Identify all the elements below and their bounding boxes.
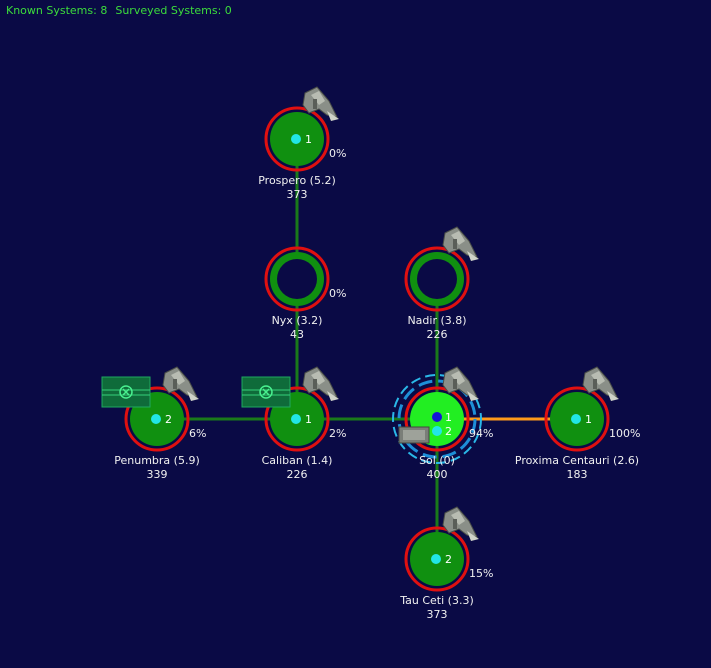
system-population: 373	[426, 608, 448, 621]
system-population: 43	[290, 328, 304, 341]
system-name: Caliban (1.4)	[261, 454, 333, 467]
planet-marker	[431, 554, 441, 564]
surveyed-systems-count: Surveyed Systems: 0	[115, 4, 232, 17]
status-header: Known Systems: 8 Surveyed Systems: 0	[6, 4, 240, 17]
system-penumbra[interactable]: 2	[101, 366, 200, 452]
survey-percent: 6%	[189, 427, 207, 440]
known-systems-count: Known Systems: 8	[6, 4, 108, 17]
planet-count: 1	[305, 133, 312, 146]
survey-percent: 0%	[329, 287, 347, 300]
planet-marker	[571, 414, 581, 424]
system-name: Proxima Centauri (2.6)	[514, 454, 640, 467]
system-name: Sol (0)	[419, 454, 455, 467]
planet-count: 2	[165, 413, 172, 426]
system-border-ring	[404, 246, 470, 312]
system-sol[interactable]: 12	[392, 366, 482, 464]
survey-percent: 0%	[329, 147, 347, 160]
system-border-ring	[404, 526, 470, 592]
system-tauceti[interactable]: 2	[404, 506, 480, 592]
survey-percent: 100%	[609, 427, 641, 440]
system-name: Prospero (5.2)	[258, 174, 336, 187]
station-icon[interactable]	[241, 376, 291, 408]
planet-count: 1	[585, 413, 592, 426]
system-border-ring	[264, 246, 330, 312]
fleet-icon[interactable]	[398, 426, 430, 444]
system-border-ring	[544, 386, 610, 452]
system-label: Tau Ceti (3.3)373	[357, 594, 517, 622]
system-name: Tau Ceti (3.3)	[400, 594, 474, 607]
planet-marker	[291, 134, 301, 144]
system-label: Nadir (3.8)226	[357, 314, 517, 342]
range-ring-outer	[392, 374, 482, 464]
system-border-ring	[264, 386, 330, 452]
planet-marker	[291, 414, 301, 424]
station-icon[interactable]	[101, 376, 151, 408]
system-label: Sol (0)400	[357, 454, 517, 482]
system-label: Prospero (5.2)373	[217, 174, 377, 202]
system-hollow-center	[417, 259, 457, 299]
survey-percent: 94%	[469, 427, 494, 440]
range-ring-inner	[397, 379, 477, 459]
planet-marker	[432, 412, 442, 422]
system-population: 373	[286, 188, 308, 201]
survey-percent: 15%	[469, 567, 494, 580]
system-border-ring	[404, 386, 470, 452]
planet-marker	[151, 414, 161, 424]
system-caliban[interactable]: 1	[241, 366, 340, 452]
planet-count-secondary: 2	[445, 425, 452, 438]
system-population: 400	[426, 468, 448, 481]
system-population: 226	[286, 468, 308, 481]
planet-count: 1	[305, 413, 312, 426]
system-nyx[interactable]	[264, 246, 330, 312]
system-population: 339	[146, 468, 168, 481]
system-border-ring	[264, 106, 330, 172]
planet-count: 2	[445, 553, 452, 566]
system-population: 183	[566, 468, 588, 481]
system-name: Penumbra (5.9)	[114, 454, 200, 467]
jump-lanes	[157, 139, 577, 559]
system-prospero[interactable]: 1	[264, 86, 340, 172]
system-label: Caliban (1.4)226	[217, 454, 377, 482]
system-label: Nyx (3.2)43	[217, 314, 377, 342]
system-label: Proxima Centauri (2.6)183	[497, 454, 657, 482]
system-label: Penumbra (5.9)339	[77, 454, 237, 482]
planet-count: 1	[445, 411, 452, 424]
planet-marker-secondary	[432, 426, 442, 436]
system-population: 226	[426, 328, 448, 341]
system-name: Nadir (3.8)	[407, 314, 467, 327]
survey-percent: 2%	[329, 427, 347, 440]
system-hollow-center	[277, 259, 317, 299]
system-nadir[interactable]	[404, 226, 480, 312]
system-proxima[interactable]: 1	[544, 366, 620, 452]
system-border-ring	[124, 386, 190, 452]
system-name: Nyx (3.2)	[271, 314, 323, 327]
